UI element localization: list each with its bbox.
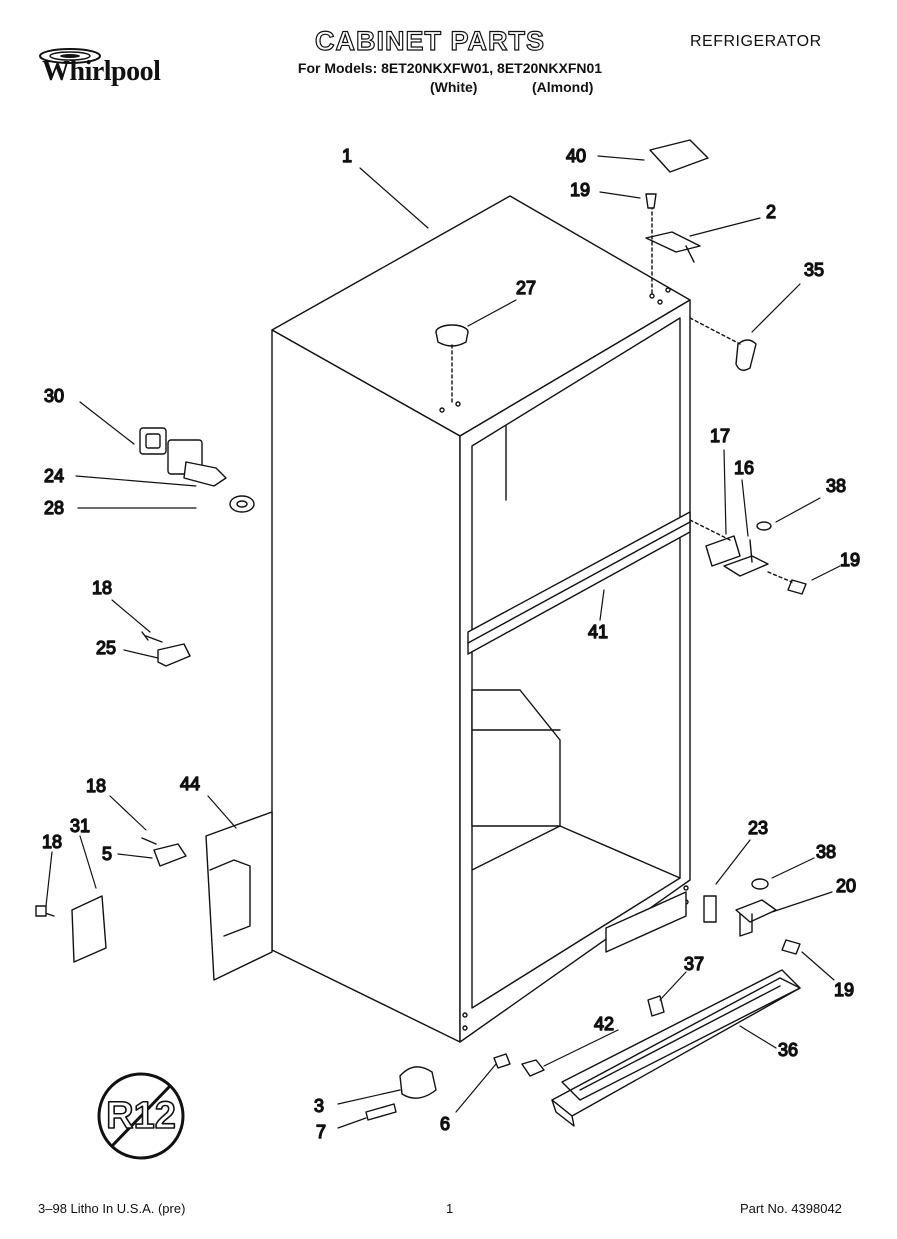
callout-c37: 37 xyxy=(684,954,704,974)
callout-c19b: 19 xyxy=(840,550,860,570)
callout-c35: 35 xyxy=(804,260,824,280)
page-number: 1 xyxy=(446,1201,454,1216)
cover-31 xyxy=(35,895,107,963)
bracket-44 xyxy=(205,811,273,981)
hinge-pin-cap xyxy=(735,339,757,371)
leader-lines xyxy=(45,155,841,1129)
callout-c19c: 19 xyxy=(834,980,854,1000)
callout-c2: 2 xyxy=(766,202,776,222)
print-info: 3–98 Litho In U.S.A. (pre) xyxy=(38,1201,186,1216)
color-white: (White) xyxy=(430,79,478,95)
callout-c19a: 19 xyxy=(570,180,590,200)
logo-swirl-icon xyxy=(39,48,101,64)
callout-c18c: 18 xyxy=(42,832,62,852)
leveling-leg xyxy=(365,1066,437,1121)
callout-c20: 20 xyxy=(836,876,856,896)
callout-c17: 17 xyxy=(710,426,730,446)
callout-c18a: 18 xyxy=(92,578,112,598)
callout-c36: 36 xyxy=(778,1040,798,1060)
callout-c23: 23 xyxy=(748,818,768,838)
top-plug xyxy=(435,324,469,403)
divider-rail xyxy=(467,511,691,655)
clip-5 xyxy=(141,837,187,867)
callout-c38a: 38 xyxy=(826,476,846,496)
model-numbers: For Models: 8ET20NKXFW01, 8ET20NKXFN01 xyxy=(297,60,603,76)
clip-25 xyxy=(141,631,191,667)
hinge-cover xyxy=(649,139,709,173)
callout-c6: 6 xyxy=(440,1114,450,1134)
grille-clip xyxy=(647,995,665,1017)
callout-c3: 3 xyxy=(314,1096,324,1116)
callout-c40: 40 xyxy=(566,146,586,166)
part-number: Part No. 4398042 xyxy=(740,1201,842,1216)
door-stop-parts xyxy=(139,427,255,513)
callout-c30: 30 xyxy=(44,386,64,406)
callout-labels: 1 40 19 2 35 27 30 24 28 17 16 38 19 41 … xyxy=(41,145,860,1142)
callout-c18b: 18 xyxy=(86,776,106,796)
cabinet-shell xyxy=(271,195,691,1043)
callout-c7: 7 xyxy=(316,1122,326,1142)
callout-c27: 27 xyxy=(516,278,536,298)
screw-6 xyxy=(493,1053,511,1069)
hinge-center xyxy=(689,519,807,595)
callout-c38b: 38 xyxy=(816,842,836,862)
callout-c1: 1 xyxy=(342,146,352,166)
screw-42 xyxy=(521,1059,545,1077)
callout-c25: 25 xyxy=(96,638,116,658)
hinge-top xyxy=(645,193,701,297)
callout-c5: 5 xyxy=(102,844,112,864)
product-category: REFRIGERATOR xyxy=(690,33,822,50)
whirlpool-logo: Whirlpool xyxy=(36,42,186,92)
callout-c31: 31 xyxy=(70,816,90,836)
r12-badge: R12 xyxy=(97,1072,185,1160)
page-title: CABINET PARTS xyxy=(314,25,545,56)
callout-c24: 24 xyxy=(44,466,64,486)
callout-c28: 28 xyxy=(44,498,64,518)
hinge-bottom xyxy=(605,878,801,955)
toe-grille xyxy=(551,969,801,1127)
callout-c44: 44 xyxy=(180,774,200,794)
badge-text: R12 xyxy=(106,1095,176,1137)
callout-c42: 42 xyxy=(594,1014,614,1034)
callout-c41: 41 xyxy=(588,622,608,642)
brand-name: Whirlpool xyxy=(42,56,161,87)
callout-c16: 16 xyxy=(734,458,754,478)
color-almond: (Almond) xyxy=(532,79,594,95)
